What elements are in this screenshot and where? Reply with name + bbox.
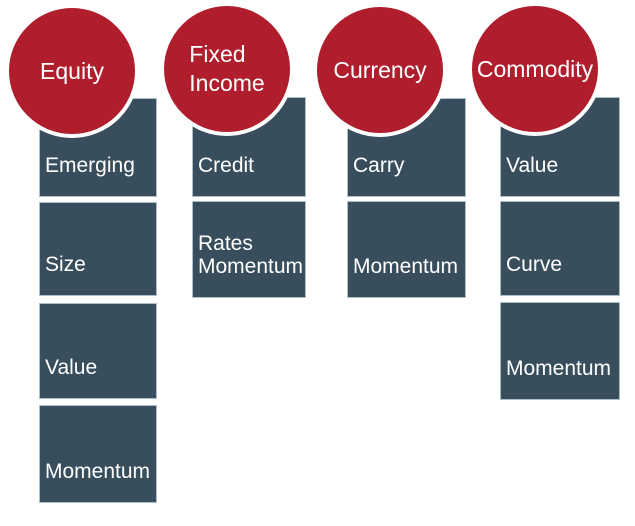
factor-box-fixed-income-rates-momentum: Rates Momentum	[192, 201, 306, 298]
category-circle-commodity: Commodity	[468, 2, 602, 136]
factor-label: Momentum	[353, 255, 459, 279]
category-label: Commodity	[476, 55, 594, 82]
factor-box-equity-value: Value	[39, 303, 157, 399]
factor-label: Carry	[353, 154, 405, 178]
factor-label: Value	[45, 356, 98, 380]
factor-label: Curve	[506, 253, 563, 277]
factor-box-equity-momentum: Momentum	[39, 405, 157, 503]
factor-box-currency-momentum: Momentum	[347, 201, 466, 298]
category-circle-fixed-income: Fixed Income	[160, 2, 294, 136]
factor-label: Size	[45, 253, 86, 277]
factor-label: Momentum	[506, 357, 612, 381]
category-label: Currency	[333, 56, 427, 83]
factor-label: Rates Momentum	[198, 231, 304, 279]
category-circle-currency: Currency	[313, 3, 447, 137]
factor-label: Emerging	[45, 154, 135, 178]
factor-box-equity-size: Size	[39, 202, 157, 296]
factor-label: Credit	[198, 154, 255, 178]
category-label: Equity	[40, 57, 104, 84]
category-label: Fixed Income	[189, 41, 265, 96]
factor-label: Momentum	[45, 460, 151, 484]
category-circle-equity: Equity	[5, 4, 139, 138]
factor-box-commodity-momentum: Momentum	[500, 302, 620, 400]
factor-box-commodity-curve: Curve	[500, 201, 620, 296]
factor-label: Value	[506, 154, 559, 178]
